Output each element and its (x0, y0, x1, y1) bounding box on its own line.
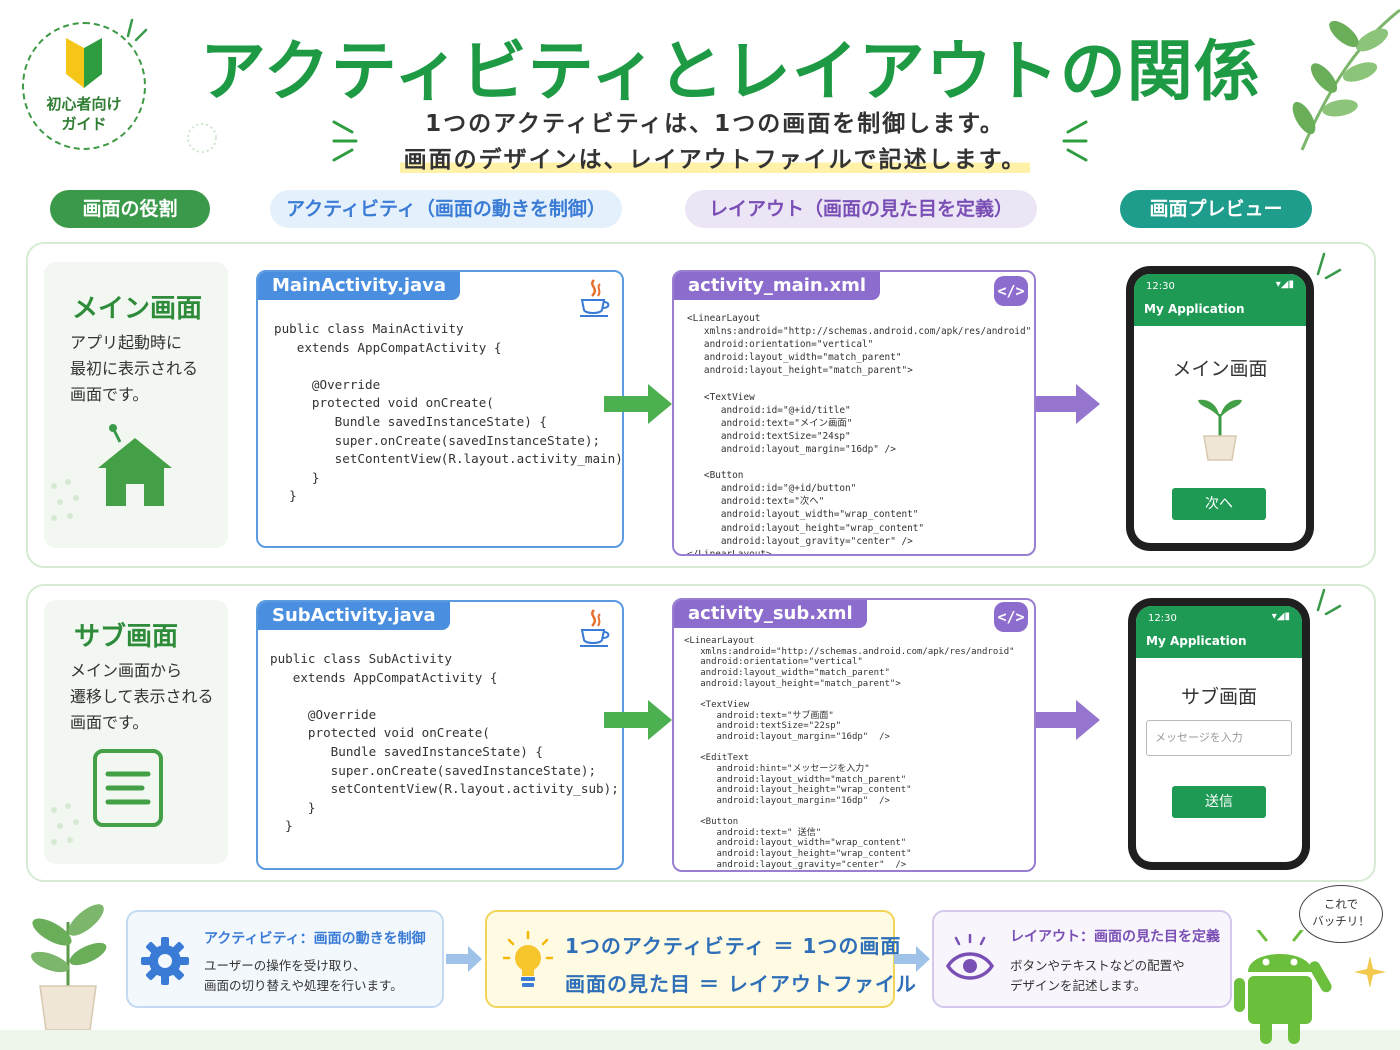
app-name: My Application (1144, 302, 1245, 316)
column-header-preview: 画面プレビュー (1120, 190, 1312, 228)
sub-layout-code-panel: activity_sub.xml <LinearLayout xmlns:and… (672, 598, 1036, 872)
dot-cluster-icon (187, 123, 217, 153)
layout-summary-title: レイアウト：画面の見た目を定義 (1010, 929, 1220, 945)
role-desc-line: メイン画面から (70, 661, 183, 680)
sub-activity-code-panel: SubActivity.java public class SubActivit… (256, 600, 624, 870)
main-screen-role-box: メイン画面 アプリ起動時に 最初に表示される 画面です。 (44, 262, 228, 548)
activity-summary-title: アクティビティ：画面の動きを制御 (204, 931, 426, 947)
role-title: メイン画面 (72, 294, 203, 324)
phone-screen: 12:30 ▾◢▮ My Application メイン画面 次へ (1134, 274, 1306, 543)
arrow-right-purple (1036, 700, 1100, 740)
xml-code: <LinearLayout xmlns:android="http://sche… (687, 313, 1032, 556)
role-desc-line: 画面です。 (70, 385, 149, 404)
screen-heading: メイン画面 (1172, 358, 1268, 380)
badge-line1: 初心者向け (46, 95, 122, 113)
message-input[interactable]: メッセージを入力 (1146, 720, 1292, 756)
leaf-branch-icon (1292, 8, 1400, 151)
badge-line2: ガイド (61, 115, 107, 133)
app-bar: 12:30 ▾◢▮ My Application (1134, 274, 1306, 326)
subtitle-highlight: 画面のデザインは、レイアウトファイルで記述します。 (399, 147, 1031, 173)
document-icon (93, 749, 163, 827)
java-cup-icon (580, 609, 610, 647)
sub-screen-role-box: サブ画面 メイン画面から 遷移して表示される 画面です。 (44, 600, 228, 864)
code-tag-icon: </> (994, 602, 1028, 632)
emphasis-lines-left-icon (332, 120, 358, 162)
activity-summary-desc: ユーザーの操作を受け取り、 画面の切り替えや処理を行います。 (204, 956, 403, 996)
column-header-activity: アクティビティ（画面の動きを制御） (270, 190, 622, 228)
bubble-line2: バッチリ！ (1312, 914, 1370, 928)
sparkle-lines-icon (1316, 252, 1342, 280)
key-point-line1: 1つのアクティビティ ＝ 1つの画面 (565, 934, 902, 958)
eye-icon (946, 934, 994, 980)
desc-line: ボタンやテキストなどの配置や (1010, 958, 1185, 973)
arrow-right-green (604, 700, 672, 740)
role-desc-line: 最初に表示される (70, 359, 199, 378)
subtitle-line1: 1つのアクティビティは、1つの画面を制御します。 (425, 111, 1005, 137)
android-robot-icon (1234, 930, 1332, 1044)
desc-line: 画面の切り替えや処理を行います。 (204, 978, 403, 993)
sparkle-lines-icon (1316, 588, 1342, 616)
beginner-mark-icon (66, 38, 102, 88)
arrow-right-purple (1036, 384, 1100, 424)
xml-file-tab: activity_sub.xml (674, 600, 867, 628)
main-layout-code-panel: activity_main.xml <LinearLayout xmlns:an… (672, 270, 1036, 556)
potted-plant-icon (31, 904, 107, 1031)
speech-bubble: これで バッチリ！ (1299, 885, 1383, 943)
role-desc-line: 遷移して表示される (70, 687, 214, 706)
app-name: My Application (1146, 634, 1247, 648)
lightbulb-icon (503, 930, 553, 987)
xml-file-tab: activity_main.xml (674, 272, 881, 300)
java-code: public class MainActivity extends AppCom… (274, 321, 624, 504)
key-point-line2: 画面の見た目 ＝ レイアウトファイル (565, 972, 917, 996)
layout-summary-card: レイアウト：画面の見た目を定義 ボタンやテキストなどの配置や デザインを記述しま… (932, 910, 1232, 1008)
arrow-right-light (446, 946, 482, 972)
subtitle-line2: 画面のデザインは、レイアウトファイルで記述します。 (330, 140, 1100, 174)
arrow-right-green (604, 384, 672, 424)
java-code: public class SubActivity extends AppComp… (270, 651, 619, 834)
status-time: 12:30 (1148, 613, 1177, 624)
next-button[interactable]: 次へ (1172, 488, 1266, 520)
xml-code: <LinearLayout xmlns:android="http://sche… (684, 636, 1015, 870)
code-tag-icon: </> (994, 276, 1028, 306)
status-icons: ▾◢▮ (1271, 611, 1290, 622)
role-title: サブ画面 (74, 622, 179, 652)
role-description: アプリ起動時に 最初に表示される 画面です。 (70, 330, 198, 408)
dot-pattern-icon (51, 479, 79, 521)
sparkle-lines-icon (126, 18, 148, 42)
home-icon (98, 424, 172, 506)
page-title: アクティビティとレイアウトの関係 (200, 33, 1261, 110)
column-header-layout: レイアウト（画面の見た目を定義） (685, 190, 1037, 228)
status-icons: ▾◢▮ (1275, 279, 1294, 290)
java-cup-icon (580, 279, 610, 317)
app-bar: 12:30 ▾◢▮ My Application (1136, 606, 1302, 658)
main-phone-preview: 12:30 ▾◢▮ My Application メイン画面 次へ (1126, 266, 1314, 551)
status-time: 12:30 (1146, 281, 1175, 292)
role-desc-line: 画面です。 (70, 713, 149, 732)
desc-line: ユーザーの操作を受け取り、 (204, 958, 366, 973)
bubble-line1: これで (1323, 897, 1359, 911)
sub-phone-preview: 12:30 ▾◢▮ My Application サブ画面 メッセージを入力 送… (1128, 598, 1310, 870)
gear-icon (141, 937, 189, 985)
role-desc-line: アプリ起動時に (70, 333, 183, 352)
column-header-role: 画面の役割 (50, 190, 210, 228)
arrow-right-light (894, 946, 930, 972)
java-file-tab: MainActivity.java (258, 272, 461, 300)
role-description: メイン画面から 遷移して表示される 画面です。 (70, 658, 214, 736)
sprout-icon (1198, 399, 1242, 461)
java-file-tab: SubActivity.java (258, 602, 450, 630)
key-point-card: 1つのアクティビティ ＝ 1つの画面 画面の見た目 ＝ レイアウトファイル (485, 910, 916, 1008)
main-activity-code-panel: MainActivity.java public class MainActiv… (256, 270, 624, 548)
desc-line: デザインを記述します。 (1010, 978, 1147, 993)
badge-text: 初心者向け ガイド (22, 94, 146, 134)
dot-pattern-icon (51, 803, 79, 845)
activity-summary-card: アクティビティ：画面の動きを制御 ユーザーの操作を受け取り、 画面の切り替えや処… (126, 910, 444, 1008)
layout-summary-desc: ボタンやテキストなどの配置や デザインを記述します。 (1010, 956, 1185, 996)
phone-screen: 12:30 ▾◢▮ My Application サブ画面 メッセージを入力 送… (1136, 606, 1302, 862)
screen-heading: サブ画面 (1180, 686, 1257, 708)
emphasis-lines-right-icon (1062, 120, 1088, 162)
send-button[interactable]: 送信 (1172, 786, 1266, 818)
ground-strip (0, 1030, 1400, 1050)
sparkle-icon (1354, 956, 1386, 988)
beginner-badge (22, 22, 146, 150)
